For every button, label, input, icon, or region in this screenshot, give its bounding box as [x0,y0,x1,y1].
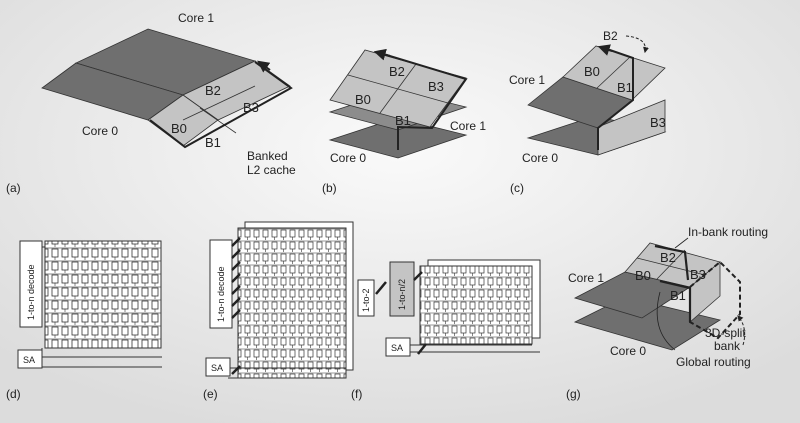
bank-label-b0: B0 [635,268,651,283]
panel-f: 1-to-n/2 1-to-2 SA (f) [351,259,541,401]
split-bank-label-line2: bank [714,339,741,353]
panel-e: 1-to-n decode SA (e) [203,221,354,401]
cache-label-line1: Banked [247,149,288,163]
bank-label-b0: B0 [355,92,371,107]
via-mark [231,249,241,259]
memory-array-front [419,265,533,345]
panel-b: B2 B3 B0 B1 Core 1 Core 0 (b) [322,48,486,195]
bank-label-b1: B1 [617,80,633,95]
bank-plane-top [562,45,666,101]
decoder-box [19,240,43,328]
decoder-label: 1-to-n decode [216,266,226,322]
bank-divider [656,249,686,280]
b2-pointer-dashed [625,35,649,54]
sense-amp-label: SA [211,363,223,373]
b2-label: B2 [603,29,618,43]
bank-divider [182,85,256,121]
sense-amp-label: SA [391,343,403,353]
cache-routing-arrow [373,48,391,61]
via-mark [231,365,241,375]
bank-label-b3: B3 [243,100,259,115]
core0-label: Core 0 [330,151,366,165]
via-mark [231,261,241,271]
sense-amp-box [17,349,43,369]
in-bank-routing-pointer [674,237,689,249]
split-bank-outline [689,260,741,340]
memory-array [44,240,162,349]
decoder-small-label: 1-to-2 [361,288,371,312]
panel-c: B2 B0 B1 B3 Core 1 Core 0 (c) [509,29,667,195]
via-mark [375,281,387,295]
panel-g: B2 B0 B3 B1 Core 1 Core 0 In-bank routin… [566,225,768,401]
via-mark [231,285,241,295]
bank-label-b2: B2 [205,83,221,98]
decoder-label: 1-to-n decode [26,264,36,320]
global-routing-line [659,279,692,322]
via-mark [413,271,423,281]
memory-array-front [237,227,347,379]
caption-f: (f) [351,387,362,401]
bank-divider [596,56,631,89]
cache-routing-line [379,52,468,150]
core0-label: Core 0 [522,151,558,165]
bank-label-b0: B0 [584,64,600,79]
caption-c: (c) [510,181,524,195]
via-mark [231,309,241,319]
caption-b: (b) [322,181,337,195]
sense-amp-box [205,357,231,377]
via-mark [231,297,241,307]
bank-label-b1: B1 [395,113,411,128]
cache-routing-line [149,61,293,149]
global-routing-pointer [656,291,676,351]
via-mark [231,237,241,247]
core1-label: Core 1 [178,11,214,25]
caption-g: (g) [566,387,581,401]
bank-label-b0: B0 [171,121,187,136]
global-routing-label: Global routing [676,355,751,369]
caption-e: (e) [203,387,218,401]
bank-label-b1: B1 [670,288,686,303]
core0-label: Core 0 [610,344,646,358]
decoder-box-small [357,279,375,317]
bank-label-b2: B2 [660,250,676,265]
bank-divider [379,63,417,114]
decoder-box [209,239,233,329]
decoder-label: 1-to-n/2 [397,279,407,310]
core1-label: Core 1 [509,73,545,87]
cache-routing-arrow [257,60,271,73]
panel-d: 1-to-n decode SA (d) [6,240,162,401]
bank-label-b1: B1 [205,135,221,150]
panel-a: Core 1 Core 0 B0 B1 B2 B3 Banked L2 cach… [6,11,296,195]
bank-label-b3: B3 [650,115,666,130]
bank-label-b2: B2 [389,64,405,79]
in-bank-routing-line [654,244,690,281]
bank-label-b3: B3 [428,79,444,94]
core1-label: Core 1 [568,271,604,285]
bank-divider [199,107,237,134]
sense-amp-box [385,337,411,357]
via-mark [231,273,241,283]
caption-d: (d) [6,387,21,401]
caption-a: (a) [6,181,21,195]
in-bank-routing-label: In-bank routing [688,225,768,239]
via-mark [417,343,427,355]
sense-amp-label: SA [23,355,35,365]
cache-routing-line [597,47,634,150]
bank-label-b3: B3 [690,267,706,282]
core0-label: Core 0 [82,124,118,138]
cache-label-line2: L2 cache [247,163,296,177]
split-bank-label-line1: 3D-split [705,326,746,340]
bank-divider [636,257,706,276]
core1-label: Core 1 [450,119,486,133]
split-bank-pointer [737,315,746,346]
decoder-box-large [389,261,415,317]
cache-routing-arrow [597,44,613,56]
